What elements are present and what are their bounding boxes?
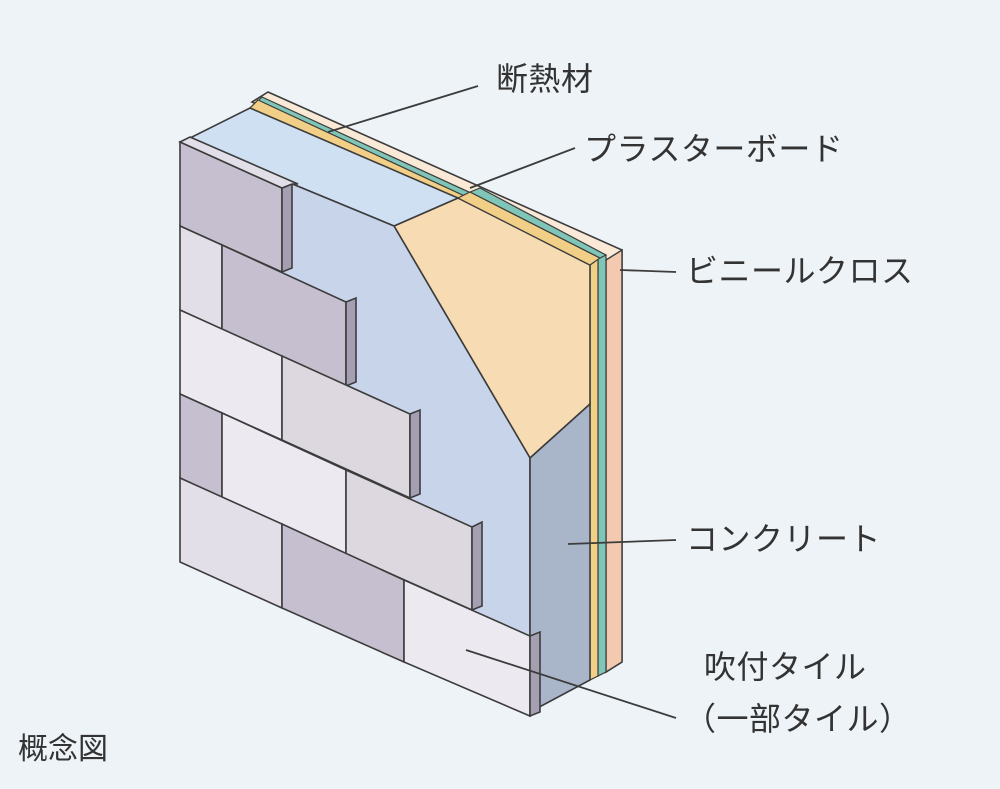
diagram-caption: 概念図 — [18, 732, 108, 767]
leader-line-vinyl-cloth — [619, 269, 677, 273]
label-concrete: コンクリート — [686, 520, 882, 558]
label-vinyl-cloth: ビニールクロス — [686, 252, 914, 290]
label-insulation: 断熱材 — [496, 60, 594, 98]
leader-line-insulation — [327, 85, 479, 133]
leader-line-concrete — [567, 539, 677, 545]
label-tile-line2: （一部タイル） — [684, 700, 912, 738]
tile-layer — [178, 136, 541, 718]
leader-line-plaster-board — [469, 147, 576, 189]
leader-lines — [327, 85, 677, 719]
label-tile-line1: 吹付タイル — [704, 648, 867, 686]
leader-line-tile — [465, 649, 677, 719]
label-plaster-board: プラスターボード — [584, 130, 844, 168]
